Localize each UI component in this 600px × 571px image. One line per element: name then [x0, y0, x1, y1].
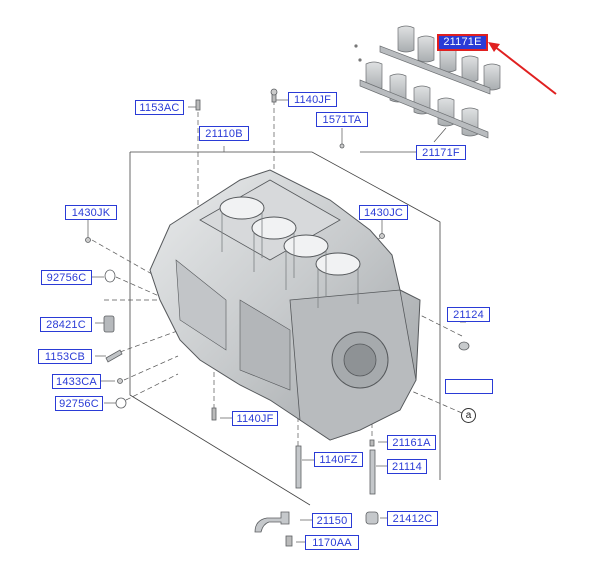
part-label-21171F[interactable]: 21171F — [416, 145, 466, 160]
part-label-21171E[interactable]: 21171E — [437, 34, 488, 51]
part-label-21412C[interactable]: 21412C — [387, 511, 438, 526]
part-label-1430JK[interactable]: 1430JK — [65, 205, 117, 220]
part-label-21114[interactable]: 21114 — [387, 459, 427, 474]
part-label-92756C-b[interactable]: 92756C — [55, 396, 103, 411]
part-label-21124[interactable]: 21124 — [447, 307, 490, 322]
part-label-1571TA[interactable]: 1571TA — [316, 112, 368, 127]
dot-marker — [358, 58, 362, 62]
part-label-28421C[interactable]: 28421C — [40, 317, 92, 332]
part-label-1140FZ[interactable]: 1140FZ — [314, 452, 363, 467]
hardware-parts — [85, 88, 470, 547]
part-label-1430JC[interactable]: 1430JC — [359, 205, 408, 220]
dot-marker — [354, 44, 358, 48]
part-label-1433CA[interactable]: 1433CA — [52, 374, 101, 389]
part-label-1170AA[interactable]: 1170AA — [305, 535, 359, 550]
part-label-92756C-a[interactable]: 92756C — [41, 270, 92, 285]
cylinder-block — [149, 169, 421, 441]
bearing-shells-upper — [379, 25, 501, 95]
part-label-1153AC[interactable]: 1153AC — [135, 100, 184, 115]
part-label-blank[interactable] — [445, 379, 493, 394]
part-label-21161A[interactable]: 21161A — [387, 435, 436, 450]
part-label-1140JF-top[interactable]: 1140JF — [288, 92, 337, 107]
part-label-21150[interactable]: 21150 — [312, 513, 352, 528]
bearing-shells-lower — [359, 61, 489, 139]
part-label-1140JF-bottom[interactable]: 1140JF — [232, 411, 278, 426]
reference-frame — [129, 151, 441, 506]
part-label-21110B[interactable]: 21110B — [199, 126, 249, 141]
callout-a: a — [461, 408, 476, 423]
part-label-1153CB[interactable]: 1153CB — [38, 349, 92, 364]
highlight-arrow — [488, 42, 557, 95]
